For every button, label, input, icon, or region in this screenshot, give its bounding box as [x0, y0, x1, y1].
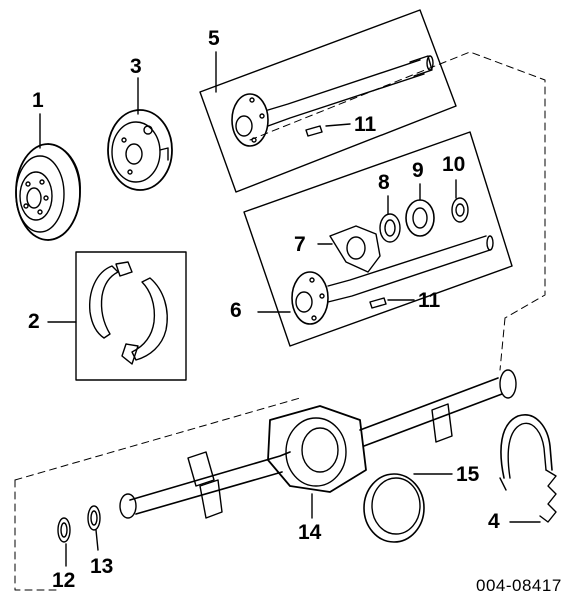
axle-shaft-upper	[231, 55, 434, 147]
callout-2: 2	[28, 310, 40, 333]
bearing-seal	[379, 213, 401, 243]
assembly-dashed-outline-lower	[14, 479, 61, 591]
wheel-stud-upper	[305, 125, 323, 137]
figure-code: 004-08417	[476, 576, 562, 595]
callout-7: 7	[294, 233, 306, 256]
callout-12: 12	[52, 569, 76, 592]
backing-plate	[107, 109, 173, 191]
callout-14: 14	[298, 521, 322, 544]
callout-1: 1	[32, 89, 44, 112]
retainer-plate	[329, 225, 381, 273]
abs-sensor-cable	[499, 414, 557, 523]
callout-15: 15	[456, 463, 480, 486]
inner-seal	[451, 197, 469, 223]
callout-11-lower: 11	[418, 289, 441, 312]
callout-5: 5	[208, 27, 220, 50]
cover-gasket	[363, 473, 425, 543]
bearing	[405, 199, 435, 237]
seal-13	[87, 505, 101, 531]
callout-9: 9	[412, 159, 424, 182]
seal-12	[57, 517, 71, 543]
callout-10: 10	[442, 153, 466, 176]
axle-shaft-box	[199, 9, 457, 193]
axle-housing	[119, 369, 517, 519]
callout-11-upper: 11	[354, 113, 377, 136]
axle-shaft-lower	[291, 235, 494, 325]
axle-bearing-box	[243, 131, 513, 347]
brake-drum	[15, 143, 81, 241]
brake-shoes	[89, 261, 168, 365]
callout-3: 3	[130, 55, 142, 78]
brake-shoes-box	[75, 251, 187, 381]
assembly-dashed-outline	[249, 51, 546, 319]
callout-6: 6	[230, 299, 242, 322]
callout-13: 13	[90, 555, 114, 578]
wheel-stud-lower	[369, 297, 387, 309]
callout-8: 8	[378, 171, 390, 194]
callout-4: 4	[488, 510, 500, 533]
